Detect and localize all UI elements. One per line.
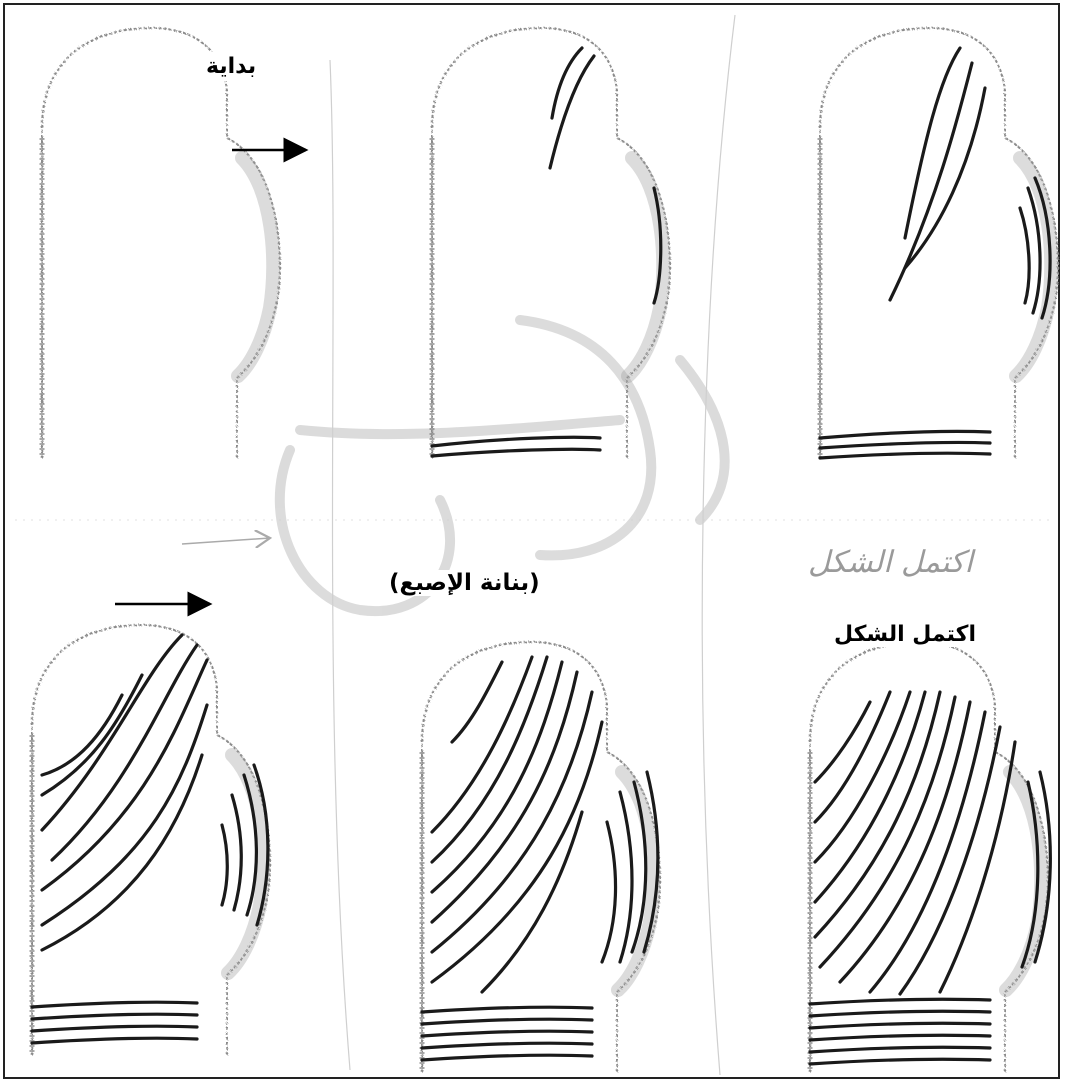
finger-stage-5 xyxy=(422,642,660,1072)
label-complete-handwritten: اكتمل الشكل xyxy=(808,545,973,580)
label-complete: اكتمل الشكل xyxy=(830,622,980,647)
pencil-arrow-icon xyxy=(182,538,270,544)
label-start: بداية xyxy=(200,52,262,81)
finger-stage-4 xyxy=(32,625,270,1055)
label-fingertip: (بنانة الإصبع) xyxy=(385,570,544,596)
watermark xyxy=(280,320,725,611)
finger-stage-3 xyxy=(820,28,1058,458)
finger-stage-6 xyxy=(810,642,1050,1072)
finger-stage-1 xyxy=(42,28,280,458)
